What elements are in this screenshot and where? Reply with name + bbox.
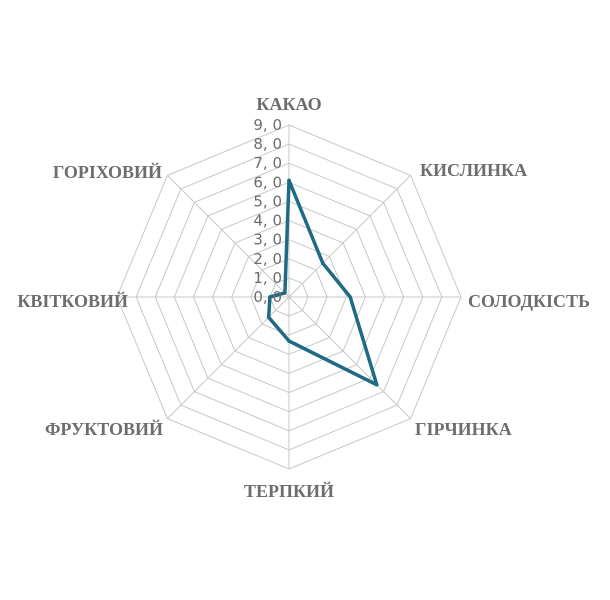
axis-label-3: ГІРЧИНКА bbox=[415, 419, 512, 439]
tick-label-1: 1, 0 bbox=[253, 269, 282, 287]
spoke-1 bbox=[288, 175, 411, 298]
data-point-4 bbox=[287, 339, 291, 343]
tick-label-3: 3, 0 bbox=[253, 231, 282, 249]
data-point-1 bbox=[321, 261, 325, 266]
data-point-7 bbox=[283, 291, 287, 295]
data-point-3 bbox=[375, 383, 379, 387]
data-point-2 bbox=[348, 295, 353, 299]
tick-label-4: 4, 0 bbox=[253, 212, 282, 230]
radar-axis-labels: КАКАО КИСЛИНКА СОЛОДКІСТЬ ГІРЧИНКА ТЕРПКИЙ ФР… bbox=[17, 94, 590, 501]
data-point-6 bbox=[268, 295, 272, 299]
tick-label-7: 7, 0 bbox=[253, 154, 282, 172]
radar-spokes bbox=[117, 125, 461, 469]
axis-label-1: КИСЛИНКА bbox=[420, 160, 527, 180]
axis-label-4: ТЕРПКИЙ bbox=[244, 480, 334, 501]
tick-label-6: 6, 0 bbox=[253, 173, 282, 191]
tick-label-8: 8, 0 bbox=[253, 135, 282, 153]
axis-label-5: ФРУКТОВИЙ bbox=[45, 418, 163, 439]
tick-label-5: 5, 0 bbox=[253, 192, 282, 210]
axis-label-0: КАКАО bbox=[256, 94, 321, 114]
radar-series bbox=[266, 178, 379, 387]
data-point-5 bbox=[266, 315, 271, 320]
tick-label-2: 2, 0 bbox=[253, 250, 282, 268]
radar-tick-labels: 0, 01, 02, 03, 04, 0 5, 06, 07, 08, 09, 0 bbox=[253, 116, 282, 306]
spoke-7 bbox=[167, 175, 290, 298]
spoke-3 bbox=[288, 296, 411, 419]
data-point-0 bbox=[287, 178, 291, 183]
spoke-5 bbox=[167, 296, 290, 419]
axis-label-6: КВІТКОВИЙ bbox=[17, 290, 128, 311]
tick-label-9: 9, 0 bbox=[253, 116, 282, 134]
axis-label-2: СОЛОДКІСТЬ bbox=[468, 291, 590, 311]
axis-label-7: ГОРІХОВИЙ bbox=[53, 161, 162, 182]
tick-label-0: 0, 0 bbox=[253, 288, 282, 306]
